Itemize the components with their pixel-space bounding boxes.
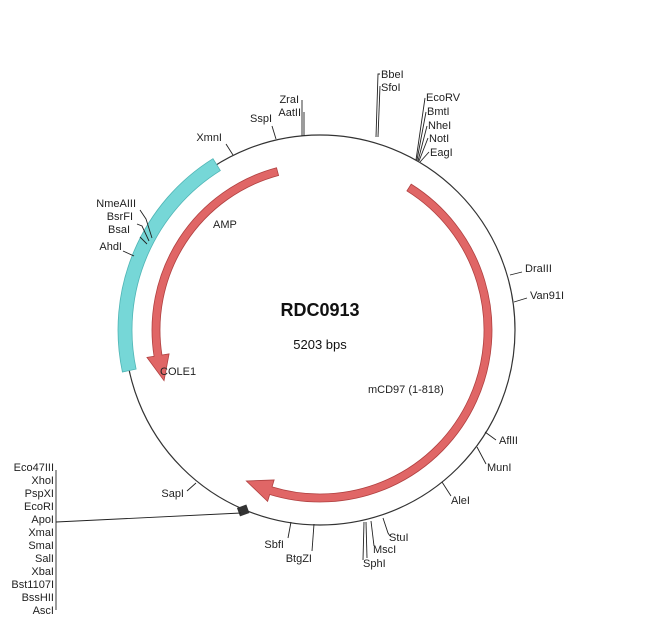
site-eagi[interactable]: EagI xyxy=(430,147,453,159)
site-bsai[interactable]: BsaI xyxy=(108,224,130,236)
site-mcs-8[interactable]: XbaI xyxy=(31,566,54,578)
site-bbei[interactable]: BbeI xyxy=(381,69,404,81)
site-aatii[interactable]: AatII xyxy=(278,107,301,119)
site-sphi[interactable]: SphI xyxy=(363,558,386,570)
cole1-feature-arc[interactable] xyxy=(117,158,221,373)
cole1-label: COLE1 xyxy=(160,366,196,378)
site-mcs-0[interactable]: Eco47III xyxy=(14,462,54,474)
plasmid-name: RDC0913 xyxy=(280,300,359,320)
site-xmni[interactable]: XmnI xyxy=(196,132,222,144)
site-alei[interactable]: AleI xyxy=(451,495,470,507)
mcs-marker xyxy=(236,504,250,517)
site-stui[interactable]: StuI xyxy=(389,532,409,544)
amp-feature-arrow[interactable] xyxy=(146,167,280,382)
site-mcs-9[interactable]: Bst1107I xyxy=(11,579,54,591)
site-sfoi[interactable]: SfoI xyxy=(381,82,401,94)
site-mcs-3[interactable]: EcoRI xyxy=(24,501,54,513)
site-van91i[interactable]: Van91I xyxy=(530,290,564,302)
site-btgzi[interactable]: BtgZI xyxy=(286,553,312,565)
site-msci[interactable]: MscI xyxy=(373,544,396,556)
amp-label: AMP xyxy=(213,219,237,231)
mcd97-feature-arrow[interactable] xyxy=(245,183,493,503)
site-mcs-6[interactable]: SmaI xyxy=(28,540,54,552)
site-muni[interactable]: MunI xyxy=(487,462,511,474)
site-noti[interactable]: NotI xyxy=(429,133,449,145)
site-sbfi[interactable]: SbfI xyxy=(264,539,284,551)
site-draiii[interactable]: DraIII xyxy=(525,263,552,275)
site-mcs-5[interactable]: XmaI xyxy=(28,527,54,539)
mcd97-label: mCD97 (1-818) xyxy=(368,384,444,396)
site-mcs-1[interactable]: XhoI xyxy=(31,475,54,487)
site-sapi[interactable]: SapI xyxy=(161,488,184,500)
site-mcs-11[interactable]: AscI xyxy=(33,605,54,617)
site-bmti[interactable]: BmtI xyxy=(427,106,450,118)
site-bsrfi[interactable]: BsrFI xyxy=(107,211,133,223)
site-ahdi[interactable]: AhdI xyxy=(99,241,122,253)
site-aflii[interactable]: AflII xyxy=(499,435,518,447)
site-zrai[interactable]: ZraI xyxy=(279,94,299,106)
site-sspi[interactable]: SspI xyxy=(250,113,272,125)
site-mcs-4[interactable]: ApoI xyxy=(31,514,54,526)
mcs-site-labels: Eco47III XhoI PspXI EcoRI ApoI XmaI SmaI… xyxy=(11,462,54,617)
site-nmeaiii[interactable]: NmeAIII xyxy=(96,198,136,210)
site-mcs-10[interactable]: BssHII xyxy=(22,592,54,604)
plasmid-size: 5203 bps xyxy=(293,337,347,352)
site-mcs-7[interactable]: SalI xyxy=(35,553,54,565)
site-mcs-2[interactable]: PspXI xyxy=(25,488,54,500)
site-nhei[interactable]: NheI xyxy=(428,120,451,132)
site-ecorv[interactable]: EcoRV xyxy=(426,92,461,104)
site-lines xyxy=(55,73,528,610)
